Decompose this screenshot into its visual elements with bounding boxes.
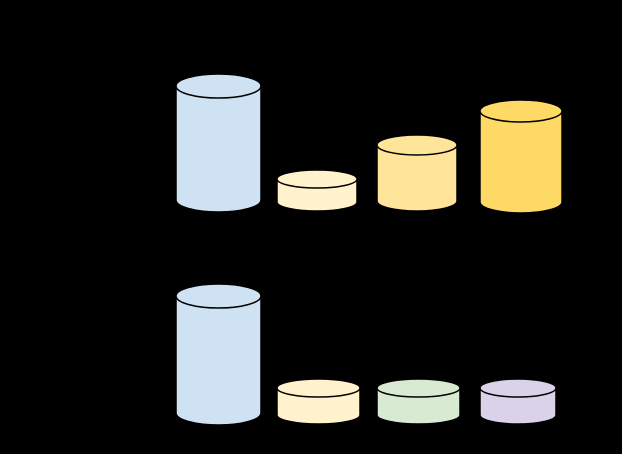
- cylinder-lid: [479, 378, 557, 398]
- cylinder-bottom-4-light-purple: [479, 378, 557, 425]
- top-row: [175, 73, 563, 214]
- cylinder-top-1-light-blue: [175, 73, 262, 213]
- cylinder-bottom-2-cream: [276, 378, 361, 425]
- cylinder-lid: [376, 378, 461, 398]
- cylinder-bottom-1-light-blue: [175, 283, 262, 426]
- cylinder-top-4-gold-yellow: [479, 99, 563, 214]
- cylinder-lid: [376, 134, 458, 156]
- cylinder-lid: [276, 378, 361, 398]
- cylinder-lid: [479, 99, 563, 123]
- cylinder-top-2-cream: [276, 169, 358, 212]
- cylinder-bottom-3-light-green: [376, 378, 461, 425]
- cylinder-lid: [276, 169, 358, 189]
- cylinder-lid: [175, 73, 262, 99]
- cylinder-top-3-light-yellow: [376, 134, 458, 212]
- bottom-row: [175, 283, 557, 426]
- cylinder-lid: [175, 283, 262, 309]
